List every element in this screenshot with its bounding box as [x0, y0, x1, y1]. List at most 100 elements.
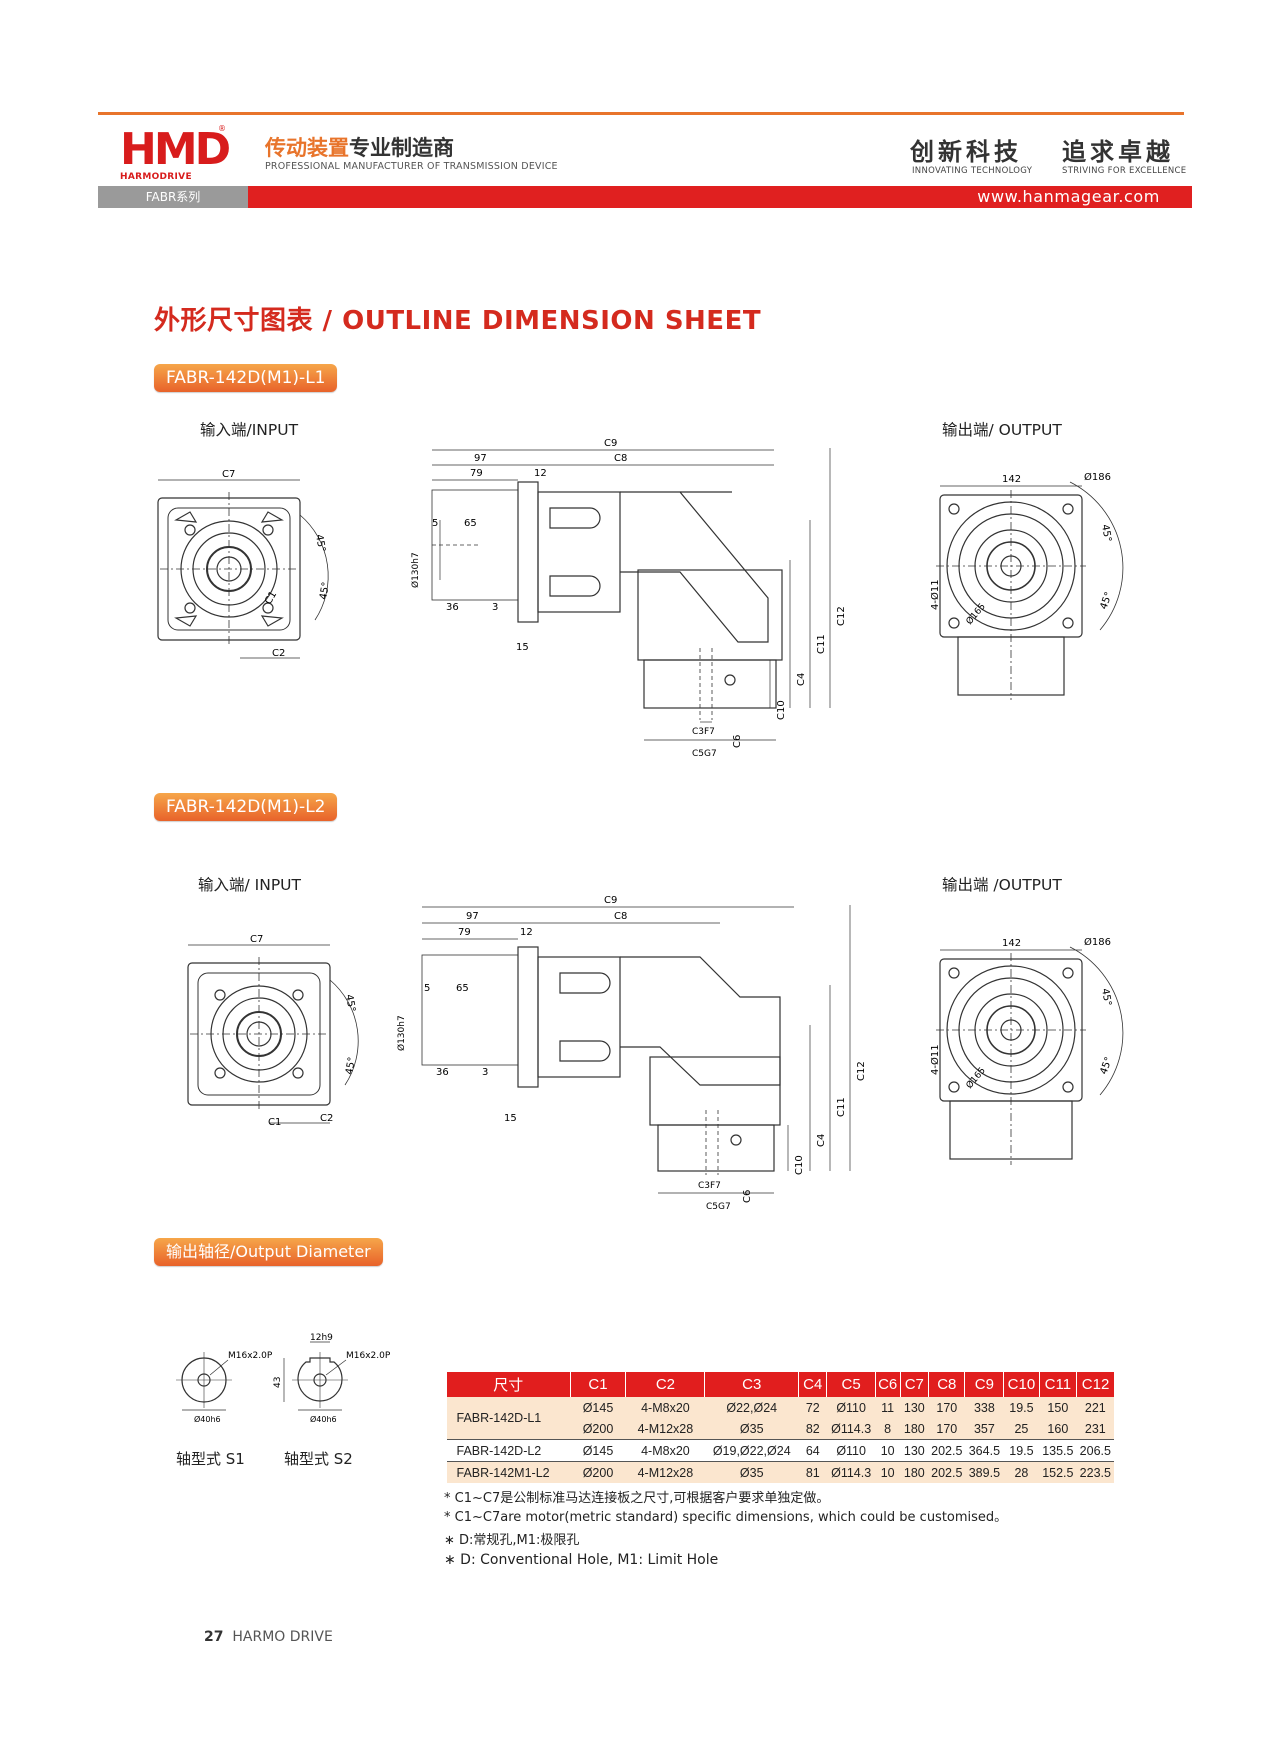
shaft-s1: [176, 1352, 232, 1411]
tagline-cn: 传动装置专业制造商: [265, 132, 454, 162]
table-cell: 206.5: [1076, 1439, 1114, 1462]
input-view-label-l1: 输入端/INPUT: [200, 421, 299, 439]
table-cell: Ø35: [704, 1418, 799, 1440]
dim-12: 12: [520, 927, 533, 938]
table-cell: 221: [1076, 1397, 1114, 1418]
slogan-1-en: INNOVATING TECHNOLOGY: [912, 166, 1033, 176]
table-cell: 130: [900, 1439, 929, 1462]
dim-c10: C10: [776, 700, 787, 720]
model-label-l1: FABR-142D(M1)-L1: [154, 364, 338, 392]
tagline-en: PROFESSIONAL MANUFACTURER OF TRANSMISSIO…: [265, 161, 558, 172]
header-c10: C10: [1003, 1372, 1040, 1397]
table-cell: 4-M8x20: [625, 1397, 705, 1418]
dim-c9: C9: [604, 895, 617, 906]
table-cell: 364.5: [964, 1439, 1004, 1462]
table-cell: Ø114.3: [826, 1418, 876, 1440]
table-cell: 28: [1003, 1461, 1040, 1483]
dim-c11: C11: [836, 1097, 847, 1117]
dim-12: 12: [534, 468, 547, 479]
shaft-drawings: M16x2.0P Ø40h6 12h9 43 M16x2.0P Ø40h6: [176, 1333, 391, 1424]
table-cell: 170: [928, 1397, 965, 1418]
header-c4: C4: [798, 1372, 827, 1397]
dim-c5: C5G7: [692, 749, 717, 759]
s2-thread: M16x2.0P: [346, 1351, 391, 1361]
dim-c6: C6: [732, 735, 743, 748]
table-cell: 170: [928, 1418, 965, 1440]
table-cell: Ø145: [570, 1397, 626, 1418]
dim-c3: C3F7: [698, 1181, 721, 1191]
dim-186: Ø186: [1084, 471, 1111, 483]
table-cell: 8: [875, 1418, 900, 1440]
dim-79: 79: [458, 927, 471, 938]
dim-c7: C7: [222, 469, 235, 480]
table-cell: Ø114.3: [826, 1461, 876, 1483]
dim-c12: C12: [836, 606, 847, 626]
dim-15: 15: [516, 642, 529, 653]
note-en-1: * C1~C7are motor(metric standard) specif…: [444, 1510, 1008, 1525]
dim-3: 3: [492, 602, 498, 613]
table-cell: Ø110: [826, 1397, 876, 1418]
website-link[interactable]: www.hanmagear.com: [977, 187, 1160, 206]
table-cell: 150: [1039, 1397, 1077, 1418]
dim-c11: C11: [816, 634, 827, 654]
dim-angle-out-b: 45°: [1098, 1056, 1114, 1076]
table-cell: 72: [798, 1397, 827, 1418]
dim-3: 3: [482, 1067, 488, 1078]
s1-thread: M16x2.0P: [228, 1351, 273, 1361]
model-label-l2: FABR-142D(M1)-L2: [154, 793, 338, 821]
dim-angle-out-a: 45°: [1099, 524, 1113, 543]
table-cell: Ø19,Ø22,Ø24: [704, 1439, 799, 1462]
table-cell: 160: [1039, 1418, 1077, 1440]
logo-mark: HMD: [120, 124, 231, 175]
header-c9: C9: [964, 1372, 1004, 1397]
series-label: FABR系列: [145, 190, 201, 204]
dim-5: 5: [424, 983, 430, 994]
table-row: Ø200 4-M12x28 Ø35 82 Ø114.3 8 180 170 35…: [447, 1418, 1114, 1440]
header-c8: C8: [928, 1372, 965, 1397]
dim-c2: C2: [320, 1113, 333, 1124]
dim-angle-out-a: 45°: [1099, 988, 1113, 1007]
header-c3: C3: [704, 1372, 799, 1397]
dim-65: 65: [464, 518, 477, 529]
table-cell: 4-M12x28: [625, 1418, 705, 1440]
dim-130: Ø130h7: [396, 1015, 407, 1051]
shaft-s2: [283, 1341, 348, 1411]
row-model: FABR-142D-L2: [446, 1439, 571, 1462]
header-c7: C7: [899, 1372, 929, 1397]
slogan-1-cn: 创新科技: [910, 137, 1022, 166]
dim-c10: C10: [794, 1155, 805, 1175]
table-cell: 338: [964, 1397, 1004, 1418]
dim-c8: C8: [614, 911, 627, 922]
dim-c5: C5G7: [706, 1202, 731, 1212]
dim-c12: C12: [856, 1061, 867, 1081]
row-model: FABR-142D-L1: [446, 1397, 571, 1440]
table-cell: 4-M12x28: [625, 1461, 705, 1483]
output-view-label-l1: 输出端/ OUTPUT: [942, 421, 1062, 439]
header-c6: C6: [874, 1372, 900, 1397]
header-c2: C2: [625, 1372, 705, 1397]
section-title: 外形尺寸图表 / OUTLINE DIMENSION SHEET: [154, 306, 762, 336]
input-view-l2: [187, 944, 359, 1124]
dim-c4: C4: [816, 1134, 827, 1147]
dim-4-11: 4-Ø11: [929, 1044, 941, 1075]
output-view-l2: [936, 946, 1124, 1165]
header-c12: C12: [1076, 1372, 1114, 1397]
dim-angle-a: 45°: [313, 534, 327, 553]
registered-mark: ®: [218, 124, 226, 133]
dim-c7: C7: [250, 934, 263, 945]
dim-15: 15: [504, 1113, 517, 1124]
dim-97: 97: [466, 911, 479, 922]
table-cell: Ø145: [570, 1439, 626, 1462]
note-cn-1: * C1~C7是公制标准马达连接板之尺寸,可根据客户要求单独定做。: [444, 1491, 830, 1506]
drawing-l1: C7 C1 C2 45° 45° C9 97 C8 79 12 5 65 Ø13…: [157, 438, 1124, 759]
table-cell: Ø200: [570, 1461, 626, 1483]
table-cell: 357: [964, 1418, 1004, 1440]
s1-caption: 轴型式 S1: [176, 1450, 245, 1468]
header-c5: C5: [826, 1372, 876, 1397]
table-cell: Ø200: [570, 1418, 626, 1440]
s2-caption: 轴型式 S2: [284, 1450, 353, 1468]
dim-angle-a: 45°: [343, 994, 357, 1013]
side-view-l2: [421, 905, 851, 1194]
output-diameter-label: 输出轴径/Output Diameter: [154, 1238, 383, 1266]
tagline-rest: 专业制造商: [349, 136, 454, 160]
